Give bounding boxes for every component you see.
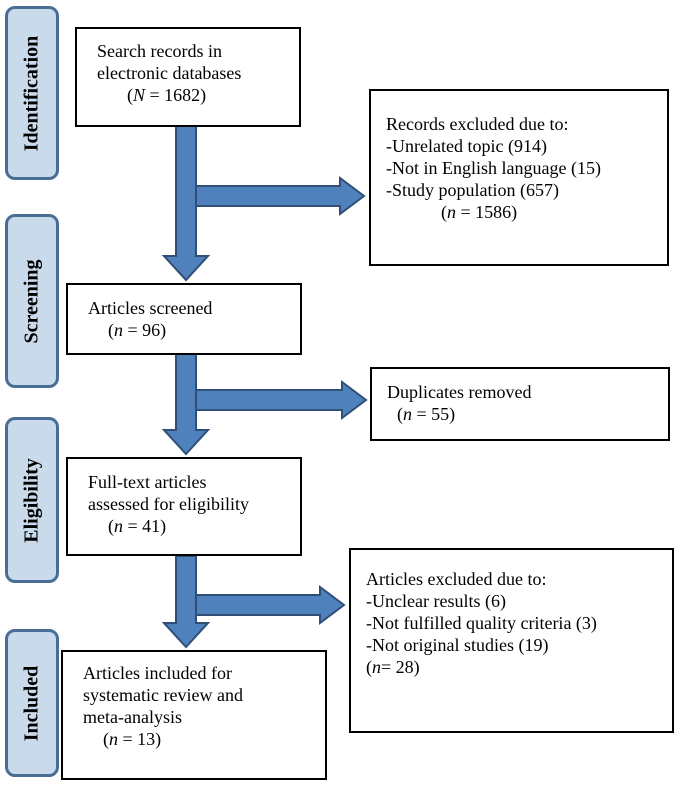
exclusion-item: -Unclear results (6) [366, 591, 506, 611]
count-value: = 1682) [145, 85, 207, 105]
arrow-screened-to-fulltext [161, 353, 211, 456]
articles-included-box: Articles included for systematic review … [61, 650, 327, 780]
stage-screening-label: Screening [20, 258, 43, 344]
box-line: electronic databases [97, 63, 242, 83]
count-line: (n = 55) [397, 404, 456, 424]
exclusion-item: -Not fulfilled quality criteria (3) [366, 613, 597, 633]
count-line: (n = 13) [103, 729, 162, 749]
count-value: = 55) [412, 404, 456, 424]
box-line: meta-analysis [83, 707, 182, 727]
box-line: Duplicates removed [387, 382, 532, 402]
arrow-search-to-screened [161, 125, 211, 282]
count-variable: n [403, 404, 412, 424]
box-line: Articles included for [83, 663, 232, 683]
stage-included-label: Included [20, 665, 43, 741]
count-line: (n = 96) [108, 320, 167, 340]
arrow-fulltext-to-excluded [195, 585, 346, 625]
count-variable: n [109, 729, 118, 749]
exclusion-item: -Not in English language (15) [386, 158, 601, 178]
stage-eligibility-label: Eligibility [20, 457, 43, 543]
count-value: = 96) [123, 320, 167, 340]
count-line: (n= 28) [366, 657, 420, 677]
count-variable: n [372, 657, 381, 677]
stage-identification: Identification [5, 6, 59, 180]
count-value: = 1586) [456, 202, 518, 222]
count-line: (N = 1682) [127, 85, 207, 105]
arrow-fulltext-to-included [161, 555, 211, 649]
exclusion-item: -Unrelated topic (914) [386, 136, 547, 156]
stage-eligibility: Eligibility [5, 417, 59, 583]
count-value: = 28) [381, 657, 420, 677]
count-variable: n [447, 202, 456, 222]
box-line: Search records in [97, 41, 222, 61]
exclusion-item: -Study population (657) [386, 180, 559, 200]
count-line: (n = 1586) [441, 202, 518, 222]
box-line: Articles screened [88, 298, 213, 318]
search-records-box: Search records in electronic databases (… [75, 27, 301, 127]
box-line: assessed for eligibility [88, 494, 249, 514]
count-variable: N [133, 85, 146, 105]
arrow-screened-to-duplicates [195, 380, 368, 420]
count-value: = 41) [123, 516, 167, 536]
exclusion-item: -Not original studies (19) [366, 635, 549, 655]
stage-screening: Screening [5, 214, 59, 388]
full-text-articles-box: Full-text articles assessed for eligibil… [66, 457, 302, 556]
box-line: systematic review and [83, 685, 243, 705]
records-excluded-box: Records excluded due to: -Unrelated topi… [369, 89, 669, 266]
duplicates-removed-box: Duplicates removed (n = 55) [370, 367, 670, 441]
box-title: Articles excluded due to: [366, 569, 547, 589]
arrow-search-to-excluded [195, 176, 366, 216]
articles-excluded-box: Articles excluded due to: -Unclear resul… [349, 548, 674, 733]
articles-screened-box: Articles screened (n = 96) [66, 283, 302, 355]
stage-included: Included [5, 629, 59, 777]
box-title: Records excluded due to: [386, 114, 569, 134]
box-line: Full-text articles [88, 472, 207, 492]
count-variable: n [114, 320, 123, 340]
count-value: = 13) [118, 729, 162, 749]
count-variable: n [114, 516, 123, 536]
count-line: (n = 41) [108, 516, 167, 536]
stage-identification-label: Identification [20, 35, 43, 151]
